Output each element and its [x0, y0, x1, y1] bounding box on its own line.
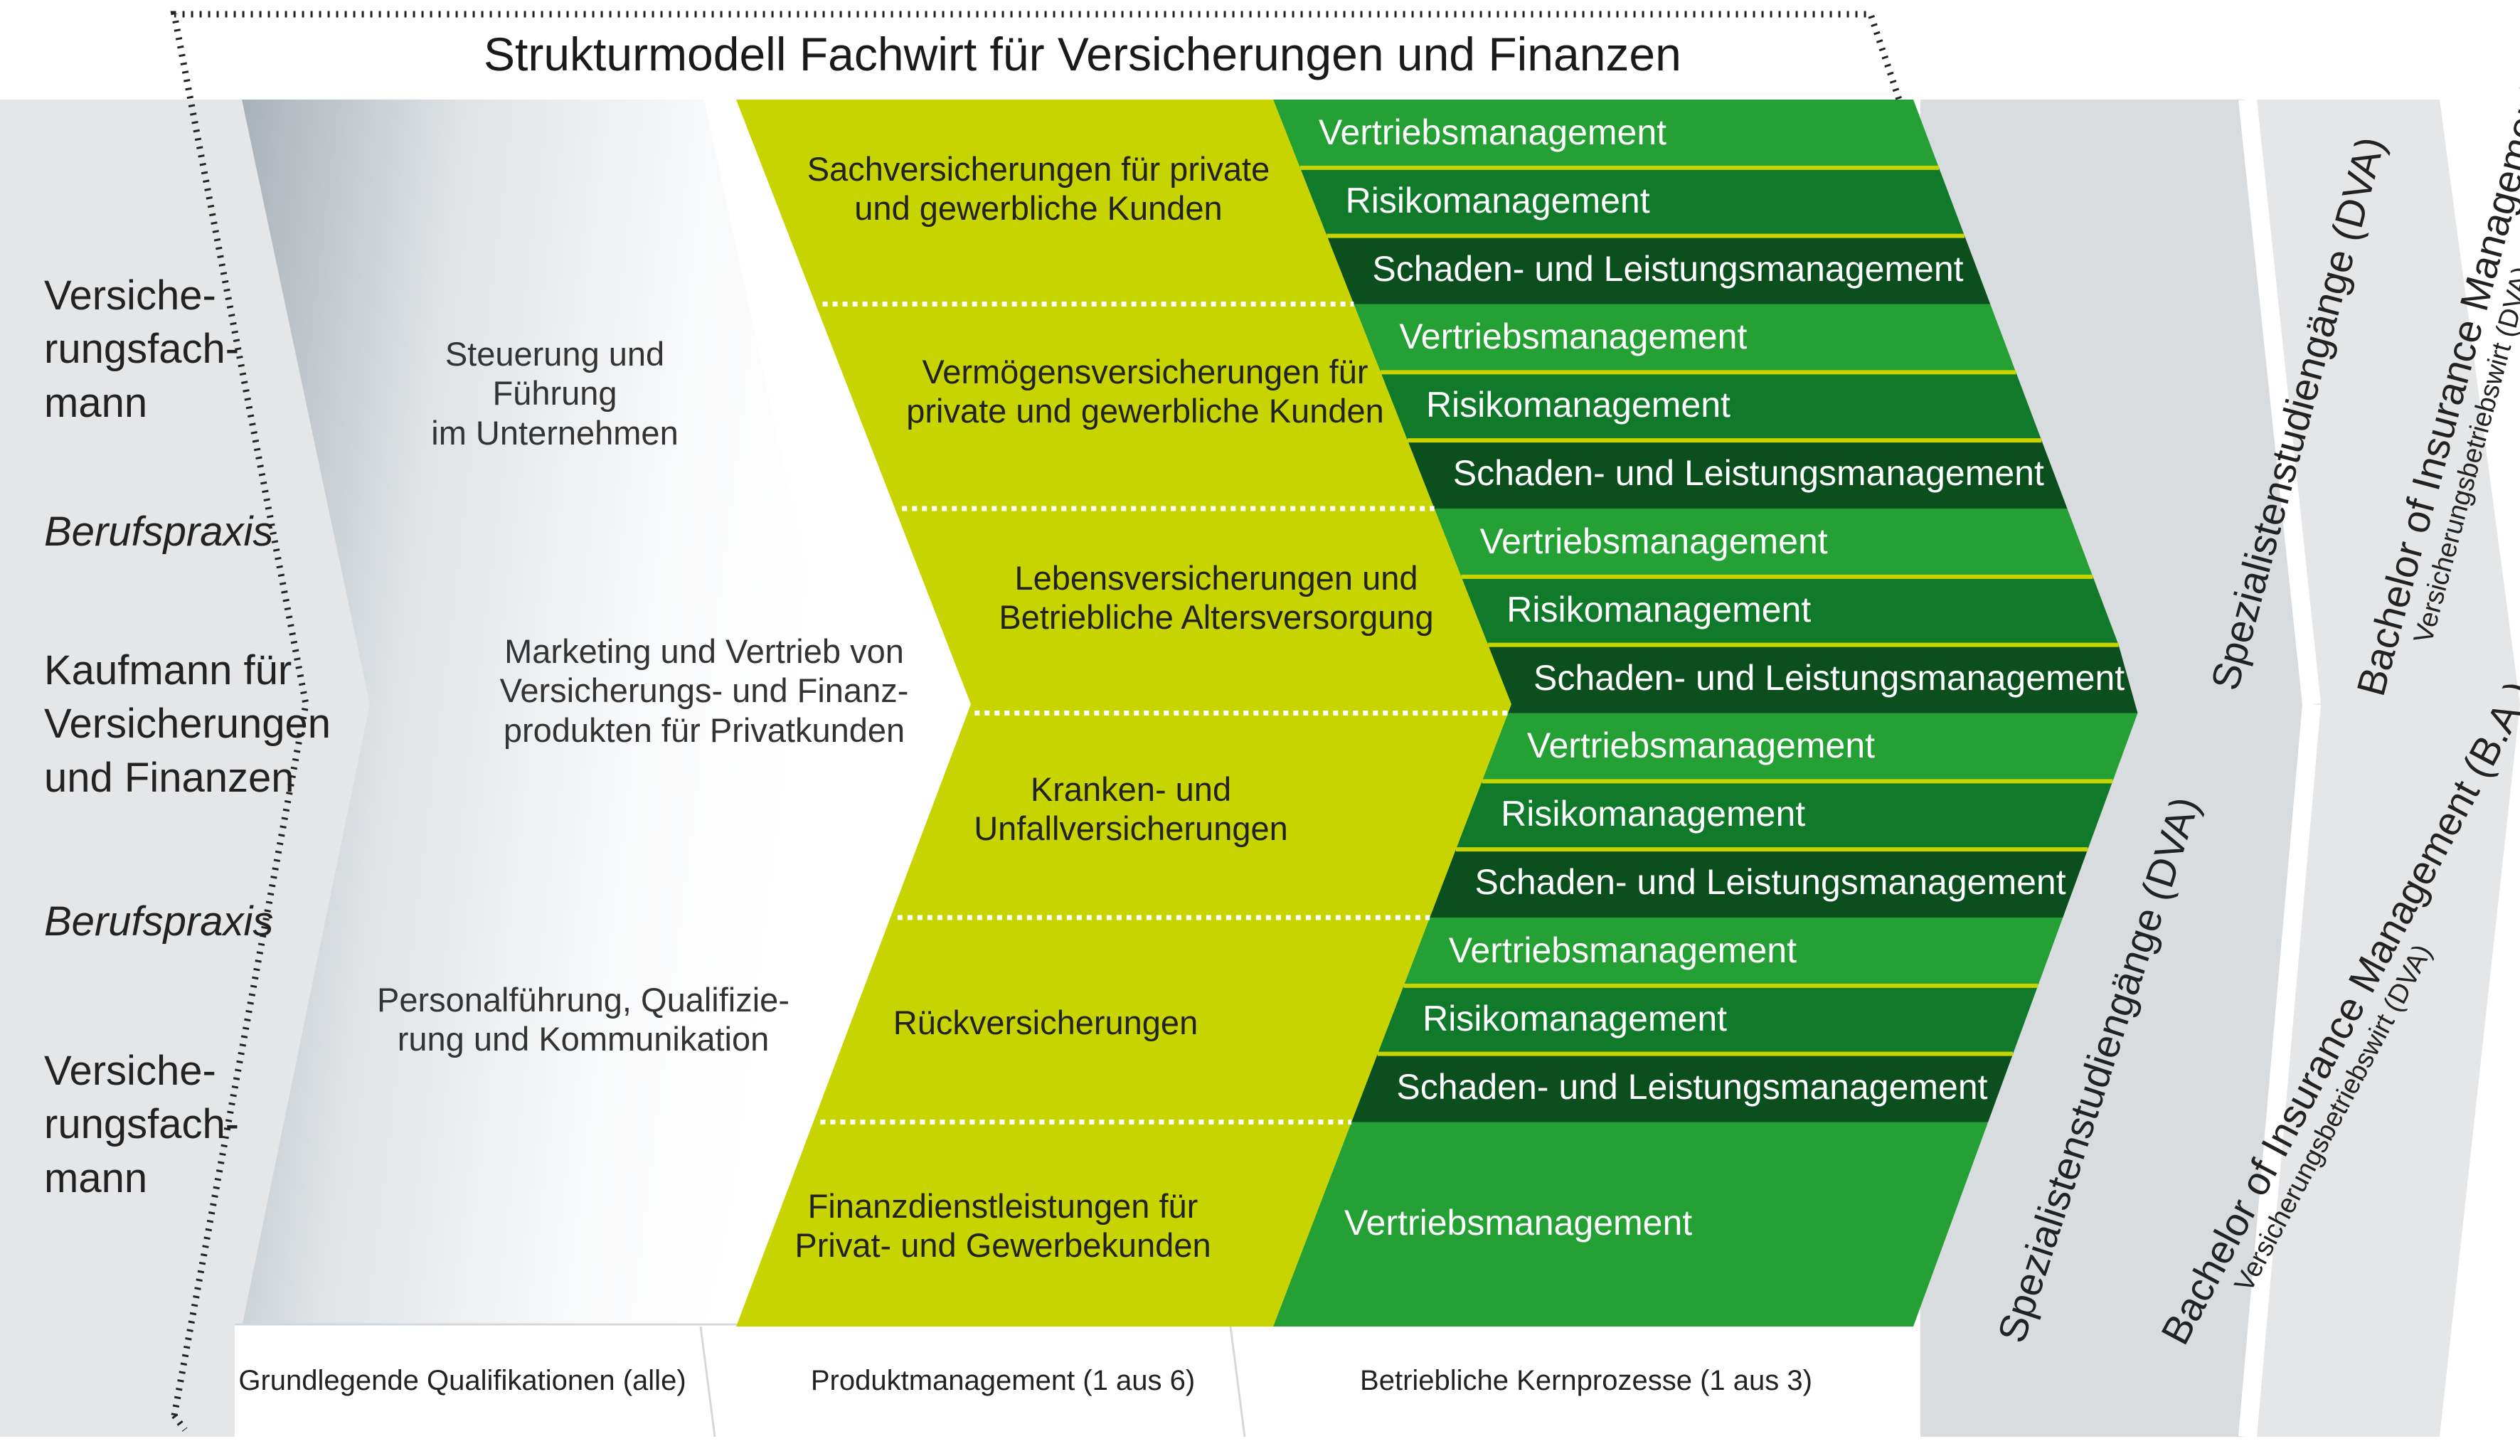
footer-basic-qualifications: Grundlegende Qualifikationen (alle): [238, 1365, 686, 1396]
diagram-title: Strukturmodell Fachwirt für Versicherung…: [484, 28, 1681, 80]
footer-separator-1: [699, 1326, 716, 1438]
process-band-4-2: [1351, 1053, 2014, 1122]
process-label: Schaden- und Leistungsmanagement: [1452, 453, 2044, 494]
model-frame-left: [170, 11, 1903, 1416]
model-frame-corner: [171, 1413, 188, 1432]
process-band-5-0: [1273, 1122, 1989, 1327]
product-management-chevron: [736, 100, 1511, 1327]
footer-core-processes: Betriebliche Kernprozesse (1 aus 3): [1360, 1365, 1812, 1396]
footer-product-management: Produktmanagement (1 aus 6): [810, 1365, 1196, 1396]
process-band-3-1: [1455, 781, 2113, 850]
left-label-top: Versiche- rungsfach- mann: [44, 272, 240, 426]
product-item-2: Vermögensversicherungen für private und …: [906, 353, 1384, 430]
process-band-2-2: [1488, 644, 2138, 713]
process-band-3-2: [1430, 849, 2088, 918]
process-label: Vertriebsmanagement: [1479, 521, 1828, 561]
product-item-3: Lebensversicherungen und Betriebliche Al…: [999, 559, 1434, 637]
process-band-0-0: [1273, 100, 1940, 168]
basic-qual-3: Personalführung, Qualifizie- rung und Ko…: [377, 981, 790, 1058]
process-label: Risikomanagement: [1345, 180, 1650, 220]
product-item-5: Rückversicherungen: [893, 1004, 1198, 1041]
process-band-1-0: [1354, 304, 2016, 373]
product-item-1: Sachversicherungen für private und gewer…: [807, 150, 1270, 228]
process-band-4-0: [1403, 918, 2063, 986]
product-item-4: Kranken- und Unfallversicherungen: [974, 770, 1288, 848]
basic-qual-2: Marketing und Vertrieb von Versicherungs…: [499, 632, 909, 749]
process-band-1-1: [1381, 372, 2042, 441]
process-label: Vertriebsmanagement: [1318, 112, 1667, 152]
process-label: Risikomanagement: [1506, 589, 1812, 629]
basic-qual-1: Steuerung und Führung im Unternehmen: [431, 335, 679, 452]
left-label-praxis-1: Berufspraxis: [44, 509, 274, 555]
process-label: Vertriebsmanagement: [1344, 1203, 1693, 1243]
footer-separator-2: [1229, 1326, 1246, 1438]
process-band-2-1: [1461, 576, 2119, 645]
process-label: Schaden- und Leistungsmanagement: [1396, 1066, 1988, 1107]
process-label: Risikomanagement: [1425, 385, 1730, 425]
left-label-praxis-2: Berufspraxis: [44, 898, 274, 945]
process-label: Risikomanagement: [1423, 998, 1728, 1038]
process-band-0-1: [1299, 167, 1965, 236]
process-label: Vertriebsmanagement: [1526, 726, 1876, 766]
chevron-gap-1: [2238, 98, 2321, 706]
process-label: Schaden- und Leistungsmanagement: [1533, 657, 2125, 698]
process-band-0-2: [1327, 235, 1991, 304]
process-band-3-0: [1482, 713, 2138, 782]
chevron-gap-1b: [2238, 703, 2321, 1438]
process-label: Schaden- und Leistungsmanagement: [1372, 248, 1964, 289]
process-band-1-2: [1407, 440, 2068, 509]
product-item-6: Finanzdienstleistungen für Privat- und G…: [794, 1187, 1211, 1265]
process-label: Risikomanagement: [1501, 794, 1806, 834]
left-label-bottom: Versiche- rungsfach- mann: [44, 1048, 240, 1201]
footer-bar: [235, 1324, 1892, 1437]
process-label: Vertriebsmanagement: [1399, 317, 1748, 357]
process-label: Vertriebsmanagement: [1448, 930, 1797, 970]
basic-qualifications-chevron: [242, 100, 836, 1327]
process-band-4-1: [1377, 985, 2038, 1054]
process-label: Schaden- und Leistungsmanagement: [1474, 862, 2066, 903]
process-band-2-0: [1434, 509, 2093, 577]
left-label-middle: Kaufmann für Versicherungen und Finanzen: [44, 647, 331, 801]
